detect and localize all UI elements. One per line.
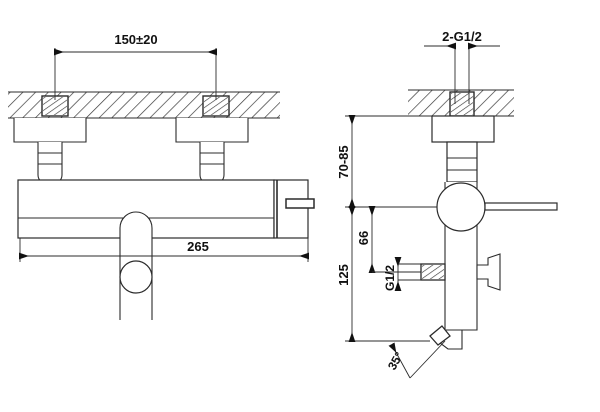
dim-total-depth bbox=[345, 206, 430, 342]
dim-overall-length bbox=[19, 238, 309, 262]
dim-label-inlet-thread: 2-G1/2 bbox=[442, 29, 482, 44]
control-knob-side bbox=[436, 182, 486, 232]
thermostat-head-front bbox=[273, 179, 315, 239]
dim-outlet-angle bbox=[388, 340, 446, 379]
dim-label-inlet-centres: 150±20 bbox=[114, 32, 157, 47]
inlet-thread-right bbox=[202, 95, 230, 117]
escutcheon-right bbox=[175, 118, 249, 143]
dim-label-mount-height: 70-85 bbox=[336, 145, 351, 178]
outlet-thread-side bbox=[420, 263, 446, 281]
dim-label-spout-offset: 66 bbox=[356, 231, 371, 245]
front-elevation-view bbox=[8, 91, 315, 320]
dim-inlet-centres bbox=[54, 48, 217, 100]
dim-label-overall-length: 265 bbox=[187, 239, 209, 254]
escutcheon-side bbox=[431, 115, 495, 143]
inlet-thread-left bbox=[41, 95, 69, 117]
lever-handle-side bbox=[484, 202, 558, 211]
side-elevation-view bbox=[408, 89, 558, 350]
dim-spout-offset bbox=[368, 206, 421, 273]
inlet-thread-side bbox=[449, 91, 475, 117]
dim-label-outlet-angle: 35° bbox=[385, 349, 406, 372]
inlet-leg-side bbox=[446, 141, 478, 183]
dim-outlet-thread bbox=[394, 257, 421, 291]
dim-inlet-thread-callout bbox=[424, 42, 500, 104]
spout-arm-front bbox=[119, 211, 153, 320]
dim-label-total-depth: 125 bbox=[336, 264, 351, 286]
escutcheon-left bbox=[13, 118, 87, 143]
inlet-leg-left bbox=[37, 142, 63, 186]
dim-label-outlet-thread: G1/2 bbox=[383, 265, 397, 291]
angled-outlet-side bbox=[429, 325, 463, 350]
inlet-leg-right bbox=[199, 142, 225, 186]
outlet-nozzle-side bbox=[476, 253, 501, 291]
dim-mount-height bbox=[345, 115, 437, 208]
